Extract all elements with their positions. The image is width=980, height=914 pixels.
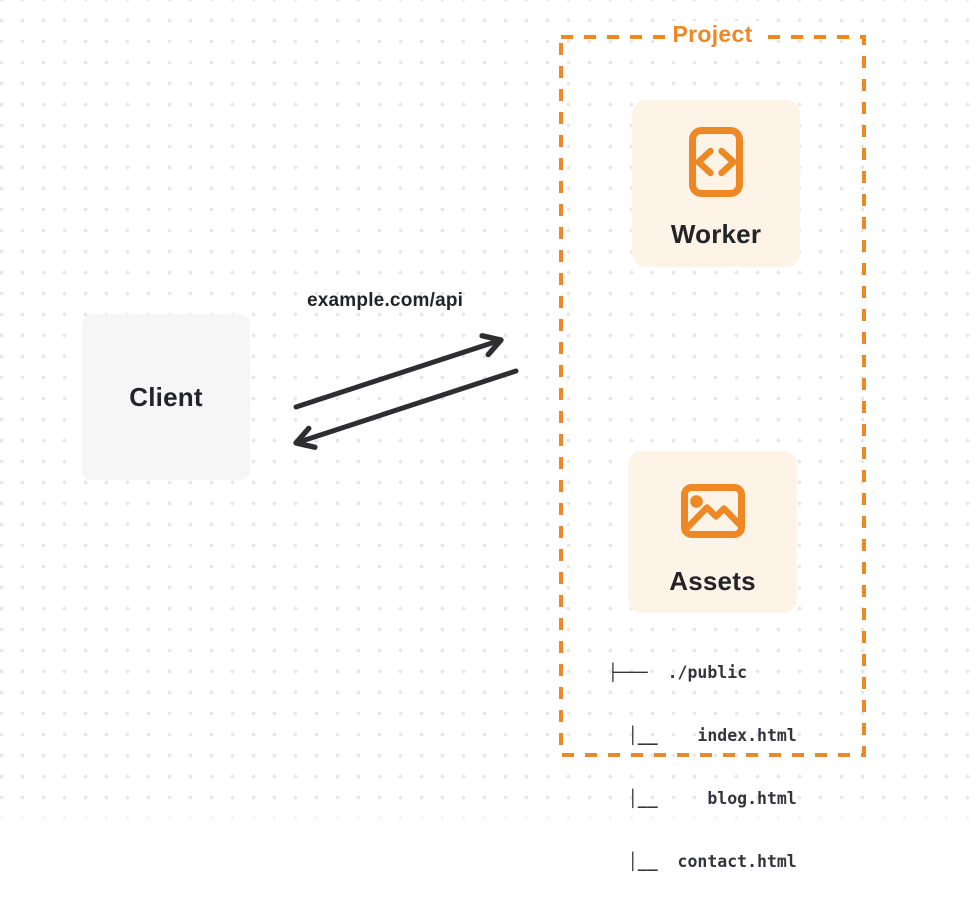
assets-file-tree: ├─── ./public │__ index.html │__ blog.ht… [608,620,797,914]
worker-node: Worker [632,100,800,267]
file-tree-line: ├─── ./public [608,663,748,682]
file-tree-line: │__ index.html [608,726,797,745]
client-node: Client [82,314,250,480]
worker-node-label: Worker [670,219,762,249]
file-tree-line: │__ blog.html [608,789,797,808]
file-tree-line: │__ contact.html [608,852,797,871]
diagram-canvas: Project Client example.com/api Worker As… [0,0,980,871]
assets-node: Assets [628,451,797,613]
code-file-icon [688,126,744,198]
project-frame-label: Project [561,21,864,48]
assets-node-label: Assets [669,566,756,596]
image-icon [680,483,746,539]
client-node-label: Client [129,381,203,412]
request-arrow [293,333,504,410]
request-url-label: example.com/api [307,290,464,311]
response-arrow [293,368,519,450]
project-frame-label-text: Project [666,21,759,48]
